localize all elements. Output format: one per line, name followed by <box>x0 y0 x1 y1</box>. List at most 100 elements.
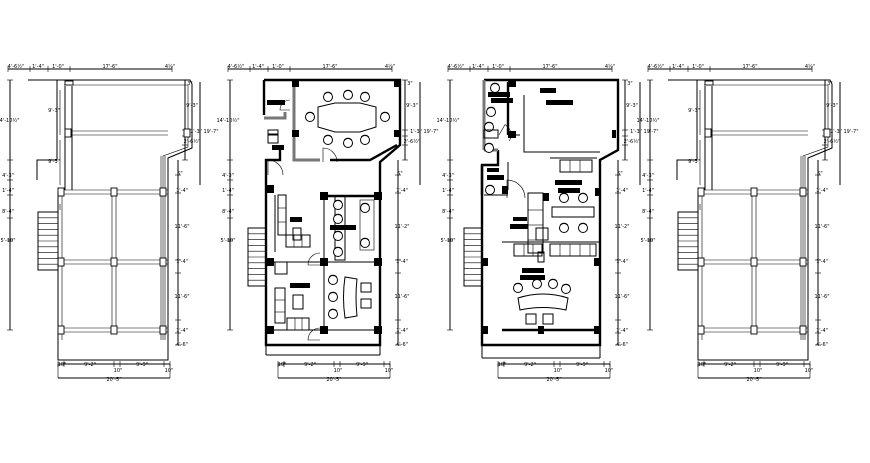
column <box>508 80 516 87</box>
dimension-label: 5" <box>817 171 822 177</box>
dimension-label: 1'-4" <box>616 188 628 194</box>
dimension-label: 1'-4" <box>222 188 234 194</box>
chair-icon <box>292 294 304 310</box>
column <box>697 187 705 197</box>
chair-icon <box>513 283 523 293</box>
dimension-label: 5" <box>617 171 622 177</box>
dimension-label: 1'-4" <box>642 188 654 194</box>
dimension-label: 3" <box>187 81 192 87</box>
floor-plan-1: 4'-6½"1'-4"1'-0"17'-6"4½"14'-10½"4'-3"1'… <box>0 63 219 383</box>
dimension-label: 5" <box>397 171 402 177</box>
dimension-label: 20'-5" <box>546 377 561 383</box>
sofa <box>277 194 287 236</box>
desk <box>290 217 302 222</box>
chair-icon <box>360 298 372 309</box>
dimension-label: 10" <box>385 368 394 374</box>
dimension-label: 19'-7" <box>423 129 438 135</box>
dimension-label: 4½" <box>605 63 615 70</box>
dimension-label: 9'-2" <box>524 362 536 368</box>
column <box>57 325 65 335</box>
dimension-label: 1'-4" <box>32 64 44 70</box>
dimension-label: 9'-2" <box>724 362 736 368</box>
dimension-label: 8'-4" <box>642 209 654 215</box>
dimension-label: 4'-6½" <box>8 63 25 70</box>
dimension-label: 1'-4" <box>816 259 828 265</box>
column <box>292 80 299 87</box>
dimension-label: 14'-10½" <box>436 117 459 124</box>
dimension-label: 20'-5" <box>746 377 761 383</box>
dimension-label: 4'-6" <box>396 342 408 348</box>
column <box>292 130 299 137</box>
column <box>697 257 705 267</box>
dimension-label: 4'-3" <box>2 173 14 179</box>
workstation <box>559 159 593 173</box>
chair-icon <box>484 122 494 132</box>
column <box>266 326 274 334</box>
dimension-label: 1'-4" <box>176 188 188 194</box>
door-swing-icon <box>279 99 291 111</box>
column <box>704 128 712 138</box>
dimension-label: 3" <box>827 81 832 87</box>
dimension-label: 9'-3" <box>48 108 60 114</box>
chair-icon <box>486 107 496 117</box>
column <box>159 187 167 197</box>
dimension-label: 1'-3" <box>630 129 642 135</box>
dimension-label: 4½" <box>805 63 815 70</box>
dimension-label: 11'-6" <box>814 224 829 230</box>
column <box>697 325 705 335</box>
dimension-label: 2'-6½" <box>624 138 641 145</box>
dimension-label: 10" <box>58 362 67 368</box>
column <box>799 325 807 335</box>
column <box>750 187 758 197</box>
chair-icon <box>328 292 338 302</box>
door-swing-icon <box>498 124 512 142</box>
dimension-label: 11'-6" <box>394 294 409 300</box>
column <box>799 257 807 267</box>
dimension-label: 4'-3" <box>642 173 654 179</box>
dimension-label: 1'-4" <box>2 188 14 194</box>
chair-icon <box>542 313 554 325</box>
door-swing-icon <box>307 252 321 266</box>
armchair <box>274 261 288 275</box>
dimension-label: 9'-2" <box>304 362 316 368</box>
chair-icon <box>485 185 495 195</box>
column <box>57 257 65 267</box>
dimension-label: 17'-6" <box>322 64 337 70</box>
conference-table <box>317 102 377 133</box>
dimension-label: 4'-6" <box>816 342 828 348</box>
column <box>799 187 807 197</box>
door-swing-icon <box>506 179 526 199</box>
chair-icon <box>360 92 370 102</box>
dimension-label: 10" <box>114 368 123 374</box>
chair-icon <box>548 279 558 289</box>
chair-icon <box>333 247 343 257</box>
dimension-label: 9'-9" <box>356 362 368 368</box>
dimension-label: 10" <box>698 362 707 368</box>
dimension-label: 3" <box>407 81 412 87</box>
dimension-label: 4'-6½" <box>448 63 465 70</box>
floor-plan-4: 4'-6½"1'-4"1'-0"17'-6"4½"14'-10½"4'-3"1'… <box>636 63 858 383</box>
dimension-label: 11'-6" <box>814 294 829 300</box>
chair-icon <box>360 238 370 248</box>
dimension-label: 11'-6" <box>174 294 189 300</box>
chair-icon <box>525 313 537 325</box>
chair-icon <box>578 223 588 233</box>
door-swing-icon <box>267 159 284 176</box>
column <box>594 326 600 334</box>
dimension-label: 5'-10" <box>440 238 455 244</box>
dimension-label: 17'-6" <box>102 64 117 70</box>
sofa <box>274 287 286 324</box>
dimension-label: 1'-3" <box>190 129 202 135</box>
dimension-label: 1'-4" <box>472 64 484 70</box>
chair-icon <box>292 227 302 241</box>
dimension-label: 10" <box>498 362 507 368</box>
dimension-label: 5'-10" <box>220 238 235 244</box>
floor-plan-3: 4'-6½"1'-4"1'-0"17'-6"4½"14'-10½"4'-3"1'… <box>436 63 658 383</box>
door-swing-icon <box>307 327 321 341</box>
chair-icon <box>490 83 500 93</box>
dimension-label: 17'-6" <box>542 64 557 70</box>
column <box>57 187 65 197</box>
dimension-label: 1'-4" <box>396 188 408 194</box>
dimension-label: 8'-4" <box>2 209 14 215</box>
